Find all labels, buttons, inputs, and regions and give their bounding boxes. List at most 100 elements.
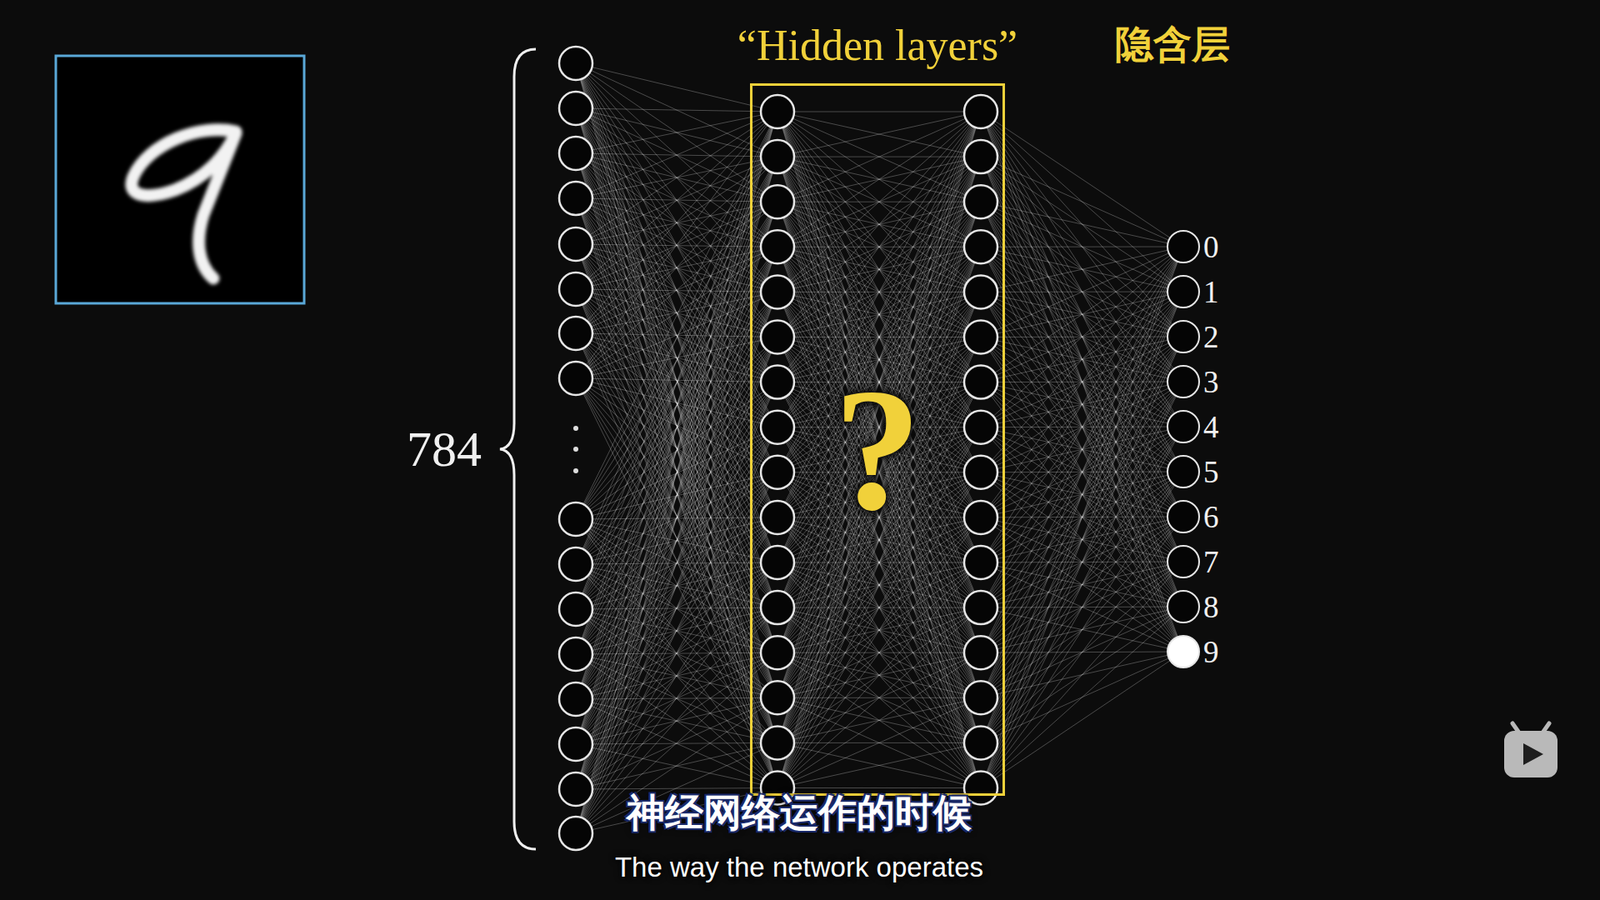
- connection-line: [777, 652, 981, 788]
- connection-line: [777, 111, 981, 789]
- neuron: [760, 140, 795, 174]
- neuron: [964, 365, 998, 400]
- neuron: [760, 680, 795, 715]
- connection-line: [980, 156, 1184, 337]
- connection-line: [980, 201, 1184, 382]
- neuron-circle: [1166, 275, 1200, 309]
- connection-line: [575, 246, 778, 379]
- connection-line: [575, 111, 778, 334]
- connection-line: [777, 562, 981, 789]
- connection-line: [980, 246, 1184, 653]
- count-label: 784: [406, 420, 482, 479]
- connection-line: [777, 291, 981, 653]
- connection-line: [980, 156, 1184, 427]
- neuron: [964, 185, 998, 219]
- connection-line: [575, 337, 778, 835]
- connection-line: [980, 201, 1184, 562]
- connection-line: [777, 201, 981, 563]
- ellipsis-dot: [573, 468, 579, 474]
- neuron-circle: [1166, 365, 1200, 399]
- neuron: [964, 230, 998, 264]
- digit-label: 2: [1203, 319, 1220, 355]
- connection-line: [575, 108, 778, 653]
- neuron: [559, 46, 593, 80]
- neuron: [559, 136, 593, 170]
- neuron: [760, 365, 795, 400]
- neuron: [964, 410, 998, 445]
- connection-line: [777, 111, 981, 202]
- connection-line: [575, 153, 778, 789]
- neuron: [964, 320, 998, 355]
- neuron-circle: [1166, 455, 1200, 489]
- output-neuron: 6: [1166, 500, 1223, 534]
- connection-line: [575, 382, 778, 834]
- connection-line: [777, 337, 981, 699]
- connection-line: [980, 246, 1184, 338]
- neuron: [559, 361, 593, 395]
- neuron: [964, 590, 998, 625]
- connection-line: [980, 111, 1184, 652]
- connection-line: [980, 471, 1184, 789]
- connection-line: [575, 201, 778, 834]
- connection-line: [575, 378, 778, 383]
- connection-line: [777, 111, 981, 653]
- connection-line: [575, 291, 778, 834]
- connection-line: [777, 111, 981, 743]
- connection-line: [980, 381, 1184, 789]
- connection-line: [777, 156, 981, 698]
- neuron: [760, 590, 795, 625]
- connection-line: [777, 517, 981, 789]
- connection-line: [777, 291, 981, 608]
- neuron: [964, 635, 998, 670]
- neuron: [964, 140, 998, 174]
- connection-line: [575, 333, 778, 608]
- ellipsis-dot: [573, 446, 579, 452]
- neuron: [964, 455, 998, 490]
- subtitle-english: The way the network operates: [615, 851, 984, 884]
- digit-label: 3: [1203, 364, 1220, 400]
- connection-line: [777, 607, 981, 788]
- connection-line: [777, 291, 981, 653]
- neuron-circle: [1166, 545, 1200, 579]
- digit-label: 0: [1203, 229, 1220, 265]
- digit-label: 9: [1203, 634, 1220, 670]
- connection-line: [980, 561, 1184, 789]
- connection-line: [575, 427, 778, 834]
- connection-line: [980, 246, 1184, 518]
- output-neuron: 9: [1166, 635, 1223, 669]
- connection-line: [575, 244, 778, 383]
- connection-line: [575, 153, 778, 698]
- connection-line: [575, 63, 778, 789]
- connection-line: [575, 244, 778, 789]
- connection-line: [575, 153, 778, 383]
- connection-line: [777, 201, 981, 698]
- neuron: [559, 91, 593, 125]
- connection-line: [777, 111, 981, 202]
- connection-line: [575, 246, 778, 834]
- neuron: [760, 95, 795, 129]
- connection-line: [777, 201, 981, 698]
- connection-line: [777, 291, 981, 698]
- connection-line: [777, 111, 981, 157]
- connection-line: [777, 787, 981, 789]
- connection-line: [777, 111, 981, 563]
- connection-line: [777, 111, 981, 292]
- connection-line: [777, 111, 981, 383]
- connection-line: [980, 246, 1184, 292]
- connection-line: [575, 198, 778, 789]
- connection-line: [777, 291, 981, 563]
- connection-line: [777, 246, 981, 608]
- output-neuron: 7: [1166, 545, 1223, 579]
- connection-line: [777, 111, 981, 653]
- connection-line: [777, 201, 981, 743]
- connection-line: [777, 111, 981, 113]
- connection-line: [575, 244, 778, 473]
- neuron: [559, 772, 593, 806]
- connection-line: [980, 246, 1184, 743]
- connection-line: [980, 606, 1184, 789]
- connection-line: [777, 201, 981, 788]
- neuron: [760, 545, 795, 580]
- digit-frame: [55, 55, 305, 304]
- connection-line: [777, 337, 981, 789]
- connection-line: [575, 244, 778, 743]
